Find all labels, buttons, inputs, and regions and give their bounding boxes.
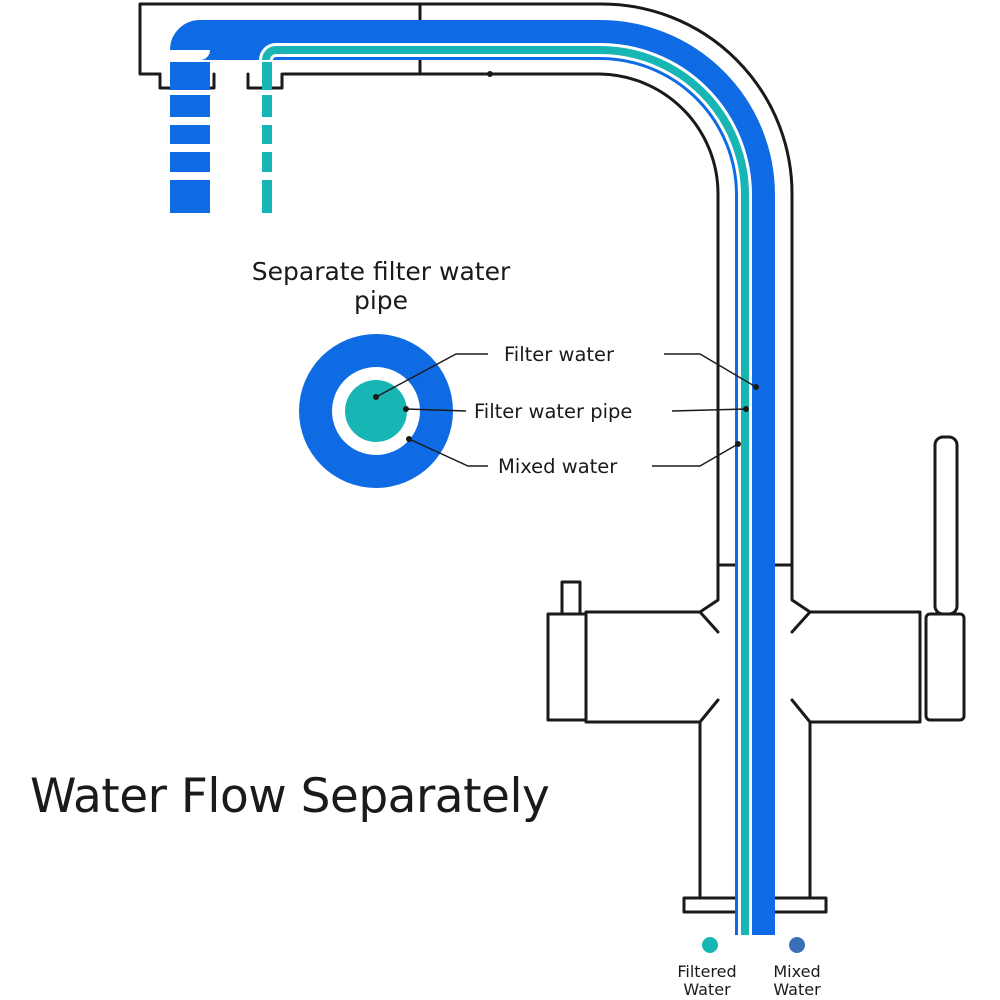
- callout-filter-water: Filter water: [504, 343, 615, 366]
- leader-dots: [373, 384, 759, 447]
- legend-label-mixed: Mixed Water: [773, 962, 821, 999]
- callout-filter-water-pipe: Filter water pipe: [474, 400, 633, 423]
- callout-mixed-water: Mixed water: [498, 455, 618, 478]
- headline: Water Flow Separately: [30, 769, 550, 824]
- leader-lines: [375, 353, 757, 467]
- pipe-cross-section: [299, 334, 453, 488]
- legend-label-filtered: Filtered Water: [677, 962, 737, 999]
- inset-title: Separate filter water pipe: [251, 257, 511, 315]
- filtered-water-stream: [262, 95, 272, 213]
- water-pipes: [170, 20, 775, 935]
- mixed-water-pipe: [170, 20, 775, 935]
- faucet-outline: [138, 2, 966, 914]
- mixed-water-stream: [170, 95, 210, 213]
- legend-swatch-mixed: [789, 937, 805, 953]
- filter-water-pipe: [262, 46, 749, 935]
- legend-swatch-filtered: [702, 937, 718, 953]
